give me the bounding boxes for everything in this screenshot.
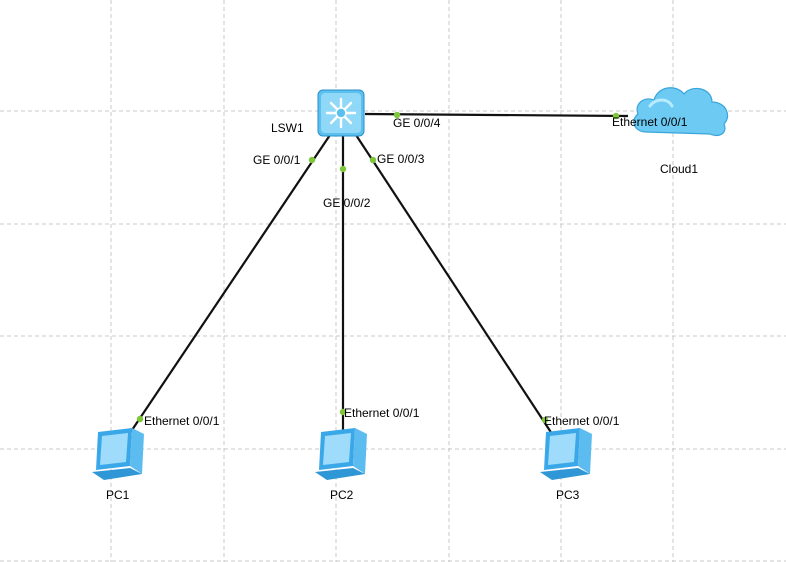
port-label-pc2-eth: Ethernet 0/0/1 xyxy=(344,406,420,420)
link-lsw1-cloud1[interactable] xyxy=(364,112,629,118)
port-dot-ge002 xyxy=(339,165,347,173)
pc-icon[interactable] xyxy=(540,428,592,480)
port-dot-ge003 xyxy=(369,156,377,164)
port-dot-cloud-eth xyxy=(612,112,620,120)
port-label-ge004: GE 0/0/4 xyxy=(393,116,441,130)
port-label-pc1-eth: Ethernet 0/0/1 xyxy=(144,414,220,428)
pc-icon[interactable] xyxy=(92,428,144,480)
port-dot-ge004 xyxy=(393,111,401,119)
switch-icon[interactable] xyxy=(317,89,365,137)
cloud-icon[interactable] xyxy=(633,87,729,137)
port-dots xyxy=(136,111,620,424)
port-label-ge001: GE 0/0/1 xyxy=(253,153,301,167)
port-label-ge002: GE 0/0/2 xyxy=(323,196,371,210)
device-name-pc1[interactable]: PC1 xyxy=(106,488,130,502)
port-dot-ge001 xyxy=(308,156,316,164)
device-name-pc3[interactable]: PC3 xyxy=(556,488,580,502)
port-label-ge003: GE 0/0/3 xyxy=(377,152,425,166)
port-label-pc3-eth: Ethernet 0/0/1 xyxy=(544,414,620,428)
device-name-pc2[interactable]: PC2 xyxy=(330,488,354,502)
pc-icon[interactable] xyxy=(315,428,367,480)
port-dot-pc3-eth xyxy=(541,416,549,424)
device-name-cloud1[interactable]: Cloud1 xyxy=(660,162,699,176)
port-dot-pc1-eth xyxy=(136,415,144,423)
link-lsw1-pc1[interactable] xyxy=(127,134,331,437)
device-name-lsw1[interactable]: LSW1 xyxy=(271,121,304,135)
port-label-cloud-eth: Ethernet 0/0/1 xyxy=(612,115,688,129)
port-dot-pc2-eth xyxy=(339,408,347,416)
link-lsw1-pc3[interactable] xyxy=(355,134,557,441)
